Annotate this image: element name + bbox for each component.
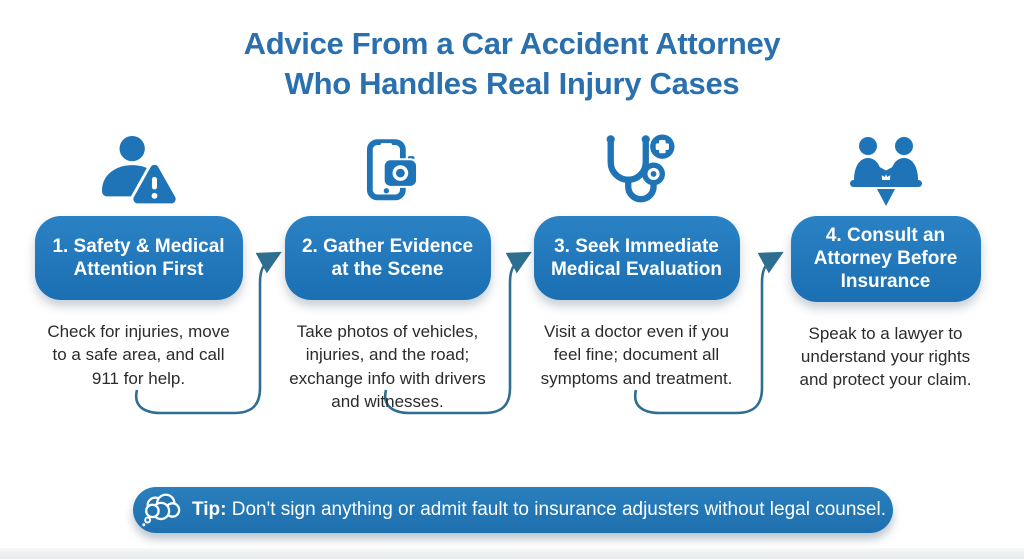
bottom-strip	[0, 548, 1024, 559]
handshake-scale-icon	[843, 128, 929, 208]
person-warning-icon	[96, 128, 182, 208]
step-description: Take photos of vehicles, injuries, and t…	[289, 322, 486, 412]
tip-message: Don't sign anything or admit fault to in…	[231, 499, 886, 520]
page-title: Advice From a Car Accident Attorney Who …	[0, 24, 1024, 104]
step-box: 2. Gather Evidence at the Scene	[284, 216, 491, 300]
step-2-column: 2. Gather Evidence at the Scene Take pho…	[263, 128, 512, 414]
step-label: 3. Seek Immediate Medical Evaluation	[550, 235, 723, 280]
step-description: Visit a doctor even if you feel fine; do…	[540, 322, 733, 388]
step-box: 4. Consult an Attorney Before Insurance	[790, 216, 981, 302]
step-box: 3. Seek Immediate Medical Evaluation	[533, 216, 740, 300]
step-3-column: 3. Seek Immediate Medical Evaluation Vis…	[512, 128, 761, 414]
title-line-2: Who Handles Real Injury Cases	[284, 66, 740, 101]
step-label: 2. Gather Evidence at the Scene	[301, 235, 474, 280]
step-description: Speak to a lawyer to understand your rig…	[799, 323, 972, 390]
step-box: 1. Safety & Medical Attention First	[34, 216, 243, 300]
tip-banner: Tip: Don't sign anything or admit fault …	[133, 487, 893, 533]
stethoscope-plus-icon	[593, 128, 681, 208]
tip-text: Tip: Don't sign anything or admit fault …	[192, 499, 886, 521]
step-description: Check for injuries, move to a safe area,…	[47, 322, 230, 388]
step-4-column: 4. Consult an Attorney Before Insurance …	[761, 128, 1010, 414]
thought-bubble-icon	[140, 492, 182, 528]
title-line-1: Advice From a Car Accident Attorney	[243, 26, 781, 61]
step-label: 4. Consult an Attorney Before Insurance	[813, 225, 958, 293]
step-1-column: 1. Safety & Medical Attention First Chec…	[14, 128, 263, 414]
steps-row: 1. Safety & Medical Attention First Chec…	[14, 128, 1010, 414]
tip-label: Tip:	[192, 499, 227, 520]
phone-camera-icon	[355, 128, 421, 208]
step-label: 1. Safety & Medical Attention First	[52, 235, 225, 280]
